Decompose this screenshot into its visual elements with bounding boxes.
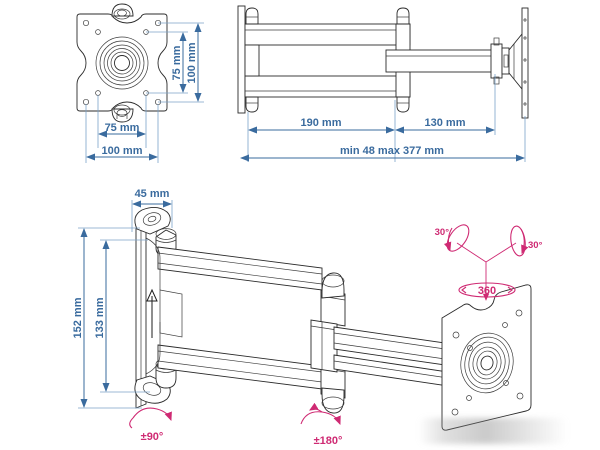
dim-vesa-width-inner: 75 mm [105,122,140,134]
watermark-overlay [418,418,568,444]
label-swivel-90: ±90° [141,431,164,443]
dim-total-extension: min 48 max 377 mm [340,145,444,157]
dim-vesa-width-outer: 100 mm [102,145,143,157]
vesa-dimension-group: 75 mm 100 mm 75 mm 100 mm [85,22,204,163]
rotation-elbow-joint-swivel: ±180° [300,402,343,447]
rotation-wall-joint-swivel: ±90° [129,407,172,443]
dim-arm-segment-2: 130 mm [425,117,466,129]
vesa-plate-front-view [76,3,168,123]
label-swivel-180: ±180° [314,435,343,447]
dim-vesa-height-outer: 100 mm [186,42,198,83]
arm-side-view [237,5,529,119]
dim-wall-plate-height-inner: 133 mm [94,297,106,338]
dim-wall-plate-height-outer: 152 mm [72,297,84,338]
label-tilt-left-30: 30° [435,227,450,238]
direction-arrow-icon [146,288,158,338]
iso-assembly-view [134,207,532,431]
dim-wall-plate-depth: 45 mm [135,188,170,200]
dim-arm-segment-1: 190 mm [301,117,342,129]
side-view-dimension-group: 190 mm 130 mm min 48 max 377 mm [240,74,526,162]
dim-vesa-height-inner: 75 mm [171,45,183,80]
rotation-tilt-cluster: 30° 30° 360 [435,224,543,301]
label-rotation-360: 360 [478,285,496,297]
label-tilt-right-30: 30° [528,240,543,251]
iso-dimension-group: 45 mm 152 mm 133 mm [72,188,173,409]
